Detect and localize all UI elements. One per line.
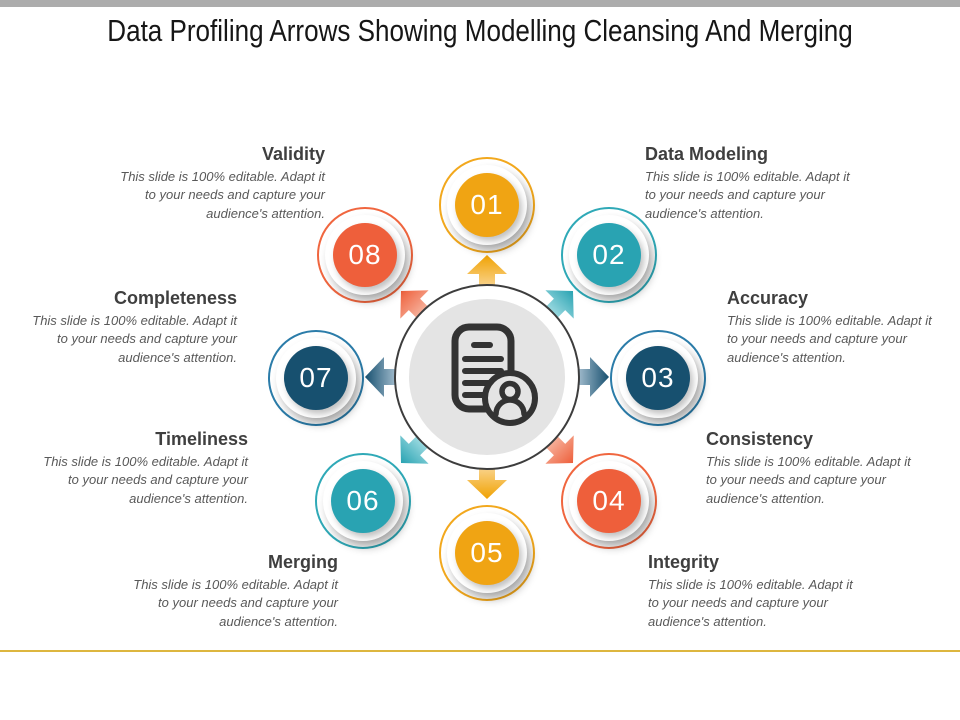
section-data-modeling: Data Modeling This slide is 100% editabl… bbox=[645, 144, 857, 223]
section-timeliness-heading: Timeliness bbox=[155, 429, 248, 449]
node-01: 01 bbox=[439, 157, 535, 253]
section-consistency-heading: Consistency bbox=[706, 429, 814, 449]
arrow-to-07 bbox=[365, 357, 395, 397]
node-08: 08 bbox=[317, 207, 413, 303]
section-merging-body: This slide is 100% editable. Adapt it to… bbox=[133, 577, 338, 629]
section-accuracy-body: This slide is 100% editable. Adapt it to… bbox=[727, 313, 932, 365]
section-validity-body: This slide is 100% editable. Adapt it to… bbox=[120, 169, 325, 221]
node-03-number: 03 bbox=[626, 346, 690, 410]
section-completeness-body: This slide is 100% editable. Adapt it to… bbox=[32, 313, 237, 365]
section-data-modeling-body: This slide is 100% editable. Adapt it to… bbox=[645, 169, 850, 221]
bottom-gold-line bbox=[0, 650, 960, 652]
section-merging: Merging This slide is 100% editable. Ada… bbox=[126, 552, 338, 631]
slide-title: Data Profiling Arrows Showing Modelling … bbox=[107, 13, 853, 48]
section-timeliness-body: This slide is 100% editable. Adapt it to… bbox=[43, 454, 248, 506]
node-04: 04 bbox=[561, 453, 657, 549]
node-03: 03 bbox=[610, 330, 706, 426]
section-data-modeling-heading: Data Modeling bbox=[645, 144, 769, 164]
node-07-number: 07 bbox=[284, 346, 348, 410]
arrow-to-05 bbox=[467, 469, 507, 499]
node-05-number: 05 bbox=[455, 521, 519, 585]
node-06-number: 06 bbox=[331, 469, 395, 533]
node-05: 05 bbox=[439, 505, 535, 601]
node-04-number: 04 bbox=[577, 469, 641, 533]
node-07: 07 bbox=[268, 330, 364, 426]
arrow-to-01 bbox=[467, 255, 507, 285]
node-08-number: 08 bbox=[333, 223, 397, 287]
section-validity-heading: Validity bbox=[261, 144, 325, 164]
section-completeness: Completeness This slide is 100% editable… bbox=[25, 288, 237, 367]
section-timeliness: Timeliness This slide is 100% editable. … bbox=[36, 429, 248, 508]
document-with-user-icon bbox=[431, 319, 543, 436]
arrow-to-03 bbox=[579, 357, 609, 397]
section-completeness-heading: Completeness bbox=[113, 288, 237, 308]
section-integrity-heading: Integrity bbox=[648, 552, 720, 572]
top-gray-bar bbox=[0, 0, 960, 7]
section-integrity-body: This slide is 100% editable. Adapt it to… bbox=[648, 577, 853, 629]
section-integrity: Integrity This slide is 100% editable. A… bbox=[648, 552, 860, 631]
section-merging-heading: Merging bbox=[268, 552, 338, 572]
node-01-number: 01 bbox=[455, 173, 519, 237]
section-validity: Validity This slide is 100% editable. Ad… bbox=[113, 144, 325, 223]
node-06: 06 bbox=[315, 453, 411, 549]
section-accuracy-heading: Accuracy bbox=[727, 288, 809, 308]
node-02-number: 02 bbox=[577, 223, 641, 287]
center-hub-fill bbox=[409, 299, 565, 455]
center-hub-circle bbox=[394, 284, 580, 470]
node-02: 02 bbox=[561, 207, 657, 303]
section-consistency-body: This slide is 100% editable. Adapt it to… bbox=[706, 454, 911, 506]
section-consistency: Consistency This slide is 100% editable.… bbox=[706, 429, 918, 508]
section-accuracy: Accuracy This slide is 100% editable. Ad… bbox=[727, 288, 939, 367]
